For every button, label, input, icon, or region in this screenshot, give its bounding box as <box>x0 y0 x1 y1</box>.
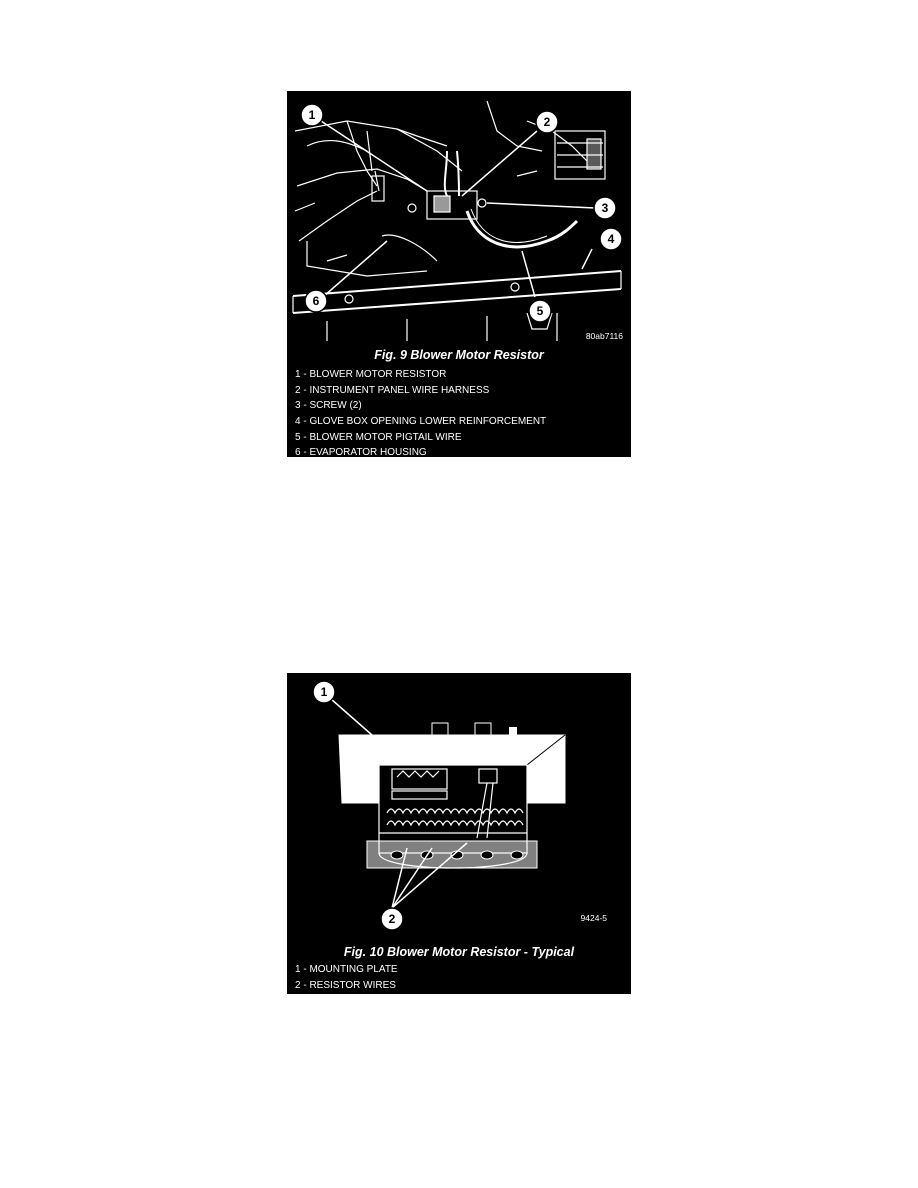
legend-item: 5 - BLOWER MOTOR PIGTAIL WIRE <box>295 431 462 443</box>
legend-item: 3 - SCREW (2) <box>295 400 362 412</box>
callout-4-label: 4 <box>608 232 615 246</box>
callout-5-label: 5 <box>537 304 544 318</box>
figure-9-illustration: 1 2 3 4 5 6 <box>292 100 623 341</box>
figure-9-caption: Fig. 9 Blower Motor Resistor <box>374 348 544 362</box>
figure-10-illustration: 1 2 <box>312 680 566 931</box>
callout-2-label: 2 <box>544 115 551 129</box>
figure-9-id: 80ab7116 <box>585 331 623 341</box>
callout-6-circle <box>304 289 328 313</box>
legend-item: 2 - INSTRUMENT PANEL WIRE HARNESS <box>295 384 490 396</box>
legend-item: 4 - GLOVE BOX OPENING LOWER REINFORCEMEN… <box>295 416 547 428</box>
callout-1-label: 1 <box>309 108 316 122</box>
legend-item: 1 - MOUNTING PLATE <box>295 964 398 975</box>
callout-1-circle <box>300 103 324 127</box>
callout-1-label: 1 <box>321 685 328 699</box>
callout-1-circle <box>312 680 336 704</box>
callout-2-label: 2 <box>389 912 396 926</box>
callout-3-circle <box>593 196 617 220</box>
figure-10-caption: Fig. 10 Blower Motor Resistor - Typical <box>343 945 575 959</box>
callout-2-circle <box>535 110 559 134</box>
callout-4-circle <box>599 227 623 251</box>
legend-item: 6 - EVAPORATOR HOUSING <box>295 447 427 459</box>
figure-9: 1 2 3 4 5 6 80ab7116 Fig. 9 Blower Motor… <box>287 91 631 458</box>
legend-item: 2 - RESISTOR WIRES <box>295 979 396 991</box>
callout-3-label: 3 <box>602 201 609 215</box>
callout-2-circle <box>380 907 404 931</box>
figure-10-id: 9424-5 <box>580 913 607 923</box>
figure-9-legend: 1 - BLOWER MOTOR RESISTOR 2 - INSTRUMENT… <box>295 367 546 461</box>
figure-10: 1 2 9424-5 Fig. 10 Blower Motor Resistor… <box>287 673 631 994</box>
callout-6-label: 6 <box>313 294 320 308</box>
callout-5-circle <box>528 299 552 323</box>
figure-10-legend: 1 - MOUNTING PLATE 2 - RESISTOR WIRES <box>295 962 398 993</box>
legend-item: 1 - BLOWER MOTOR RESISTOR <box>295 369 447 380</box>
